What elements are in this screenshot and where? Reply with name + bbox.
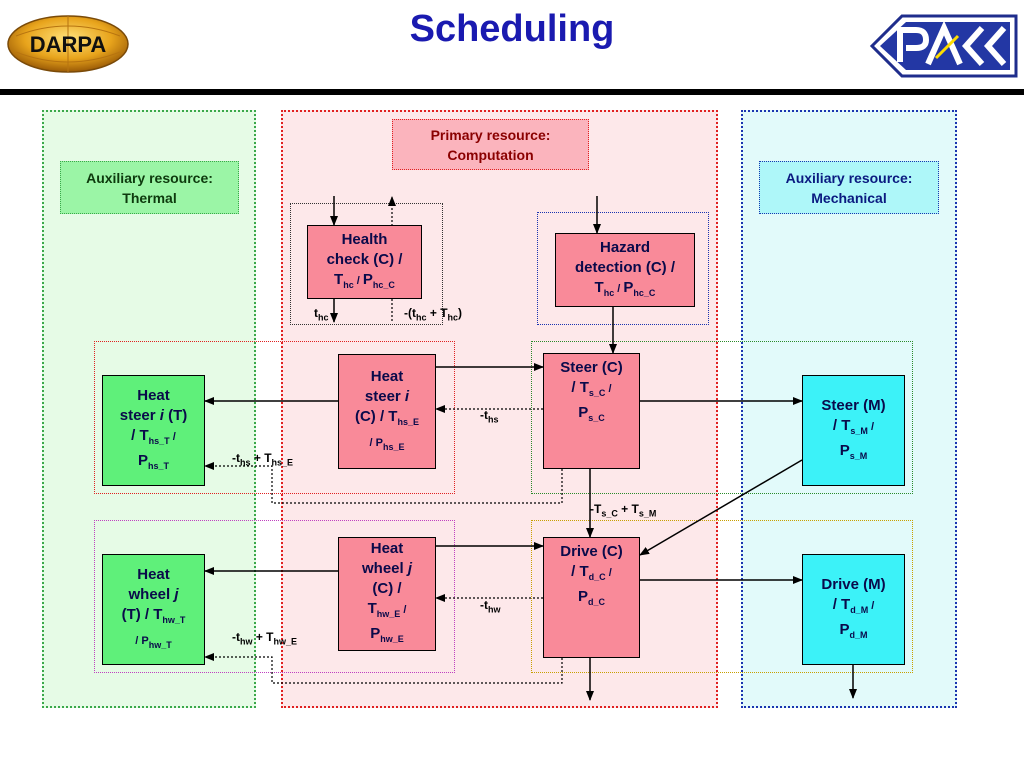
steer-group: [531, 341, 913, 494]
drive-to-heat-wheel-t-dotted: [204, 653, 563, 684]
heat-steer-t-block: Heat steer i (T) / Ths_T / Phs_T: [102, 375, 205, 486]
health-check-group: [290, 203, 443, 325]
edge-label-thw: -thw: [480, 598, 501, 615]
page-title: Scheduling: [409, 8, 615, 50]
heat-wheel-t-block: Heat wheel j (T) / Thw_T / Phw_T: [102, 554, 205, 665]
drive-c-block: Drive (C) / Td_C / Pd_C: [543, 537, 640, 658]
drive-group: [531, 520, 913, 673]
drive-m-block: Drive (M) / Td_M / Pd_M: [802, 554, 905, 665]
pacc-logo: PACC: [869, 14, 1018, 78]
steer-m-block: Steer (M) / Ts_M / Ps_M: [802, 375, 905, 486]
heat-steer-c-block: Heat steer i (C) / Ths_E / Phs_E: [338, 354, 436, 469]
steer-to-heat-steer-t-dotted: [204, 462, 563, 504]
edge-label-ths: -ths: [480, 408, 499, 425]
computation-label: Primary resource: Computation: [392, 119, 589, 170]
thermal-label: Auxiliary resource: Thermal: [60, 161, 239, 214]
hazard-group: [537, 212, 709, 325]
edge-label-ths-sum: -ths + Ths_E: [232, 451, 294, 468]
wheel-heat-group: [94, 520, 455, 673]
edge-label-thc-sum: -(thc + Thc): [404, 306, 463, 323]
heat-wheel-c-block: Heat wheel j (C) / Thw_E / Phw_E: [338, 537, 436, 651]
edge-label-thc: thc: [314, 306, 329, 323]
steer-c-block: Steer (C) / Ts_C / Ps_C: [543, 353, 640, 469]
edge-label-thw-sum: -thw + Thw_E: [232, 630, 298, 647]
hazard-detection-block: Hazard detection (C) / Thc / Phc_C: [555, 233, 695, 307]
mechanical-label: Auxiliary resource: Mechanical: [759, 161, 939, 214]
edge-label-tsc-sum: -Ts_C + Ts_M: [590, 502, 657, 519]
darpa-logo-text: DARPA: [30, 32, 107, 57]
darpa-logo: DARPA: [7, 15, 129, 73]
steer-m-to-drive-c-arrow: [639, 459, 803, 556]
header-divider: [0, 89, 1024, 95]
pacc-logo-text: PACC: [966, 72, 969, 75]
health-check-block: Health check (C) / Thc / Phc_C: [307, 225, 422, 299]
steer-heat-group: [94, 341, 455, 494]
